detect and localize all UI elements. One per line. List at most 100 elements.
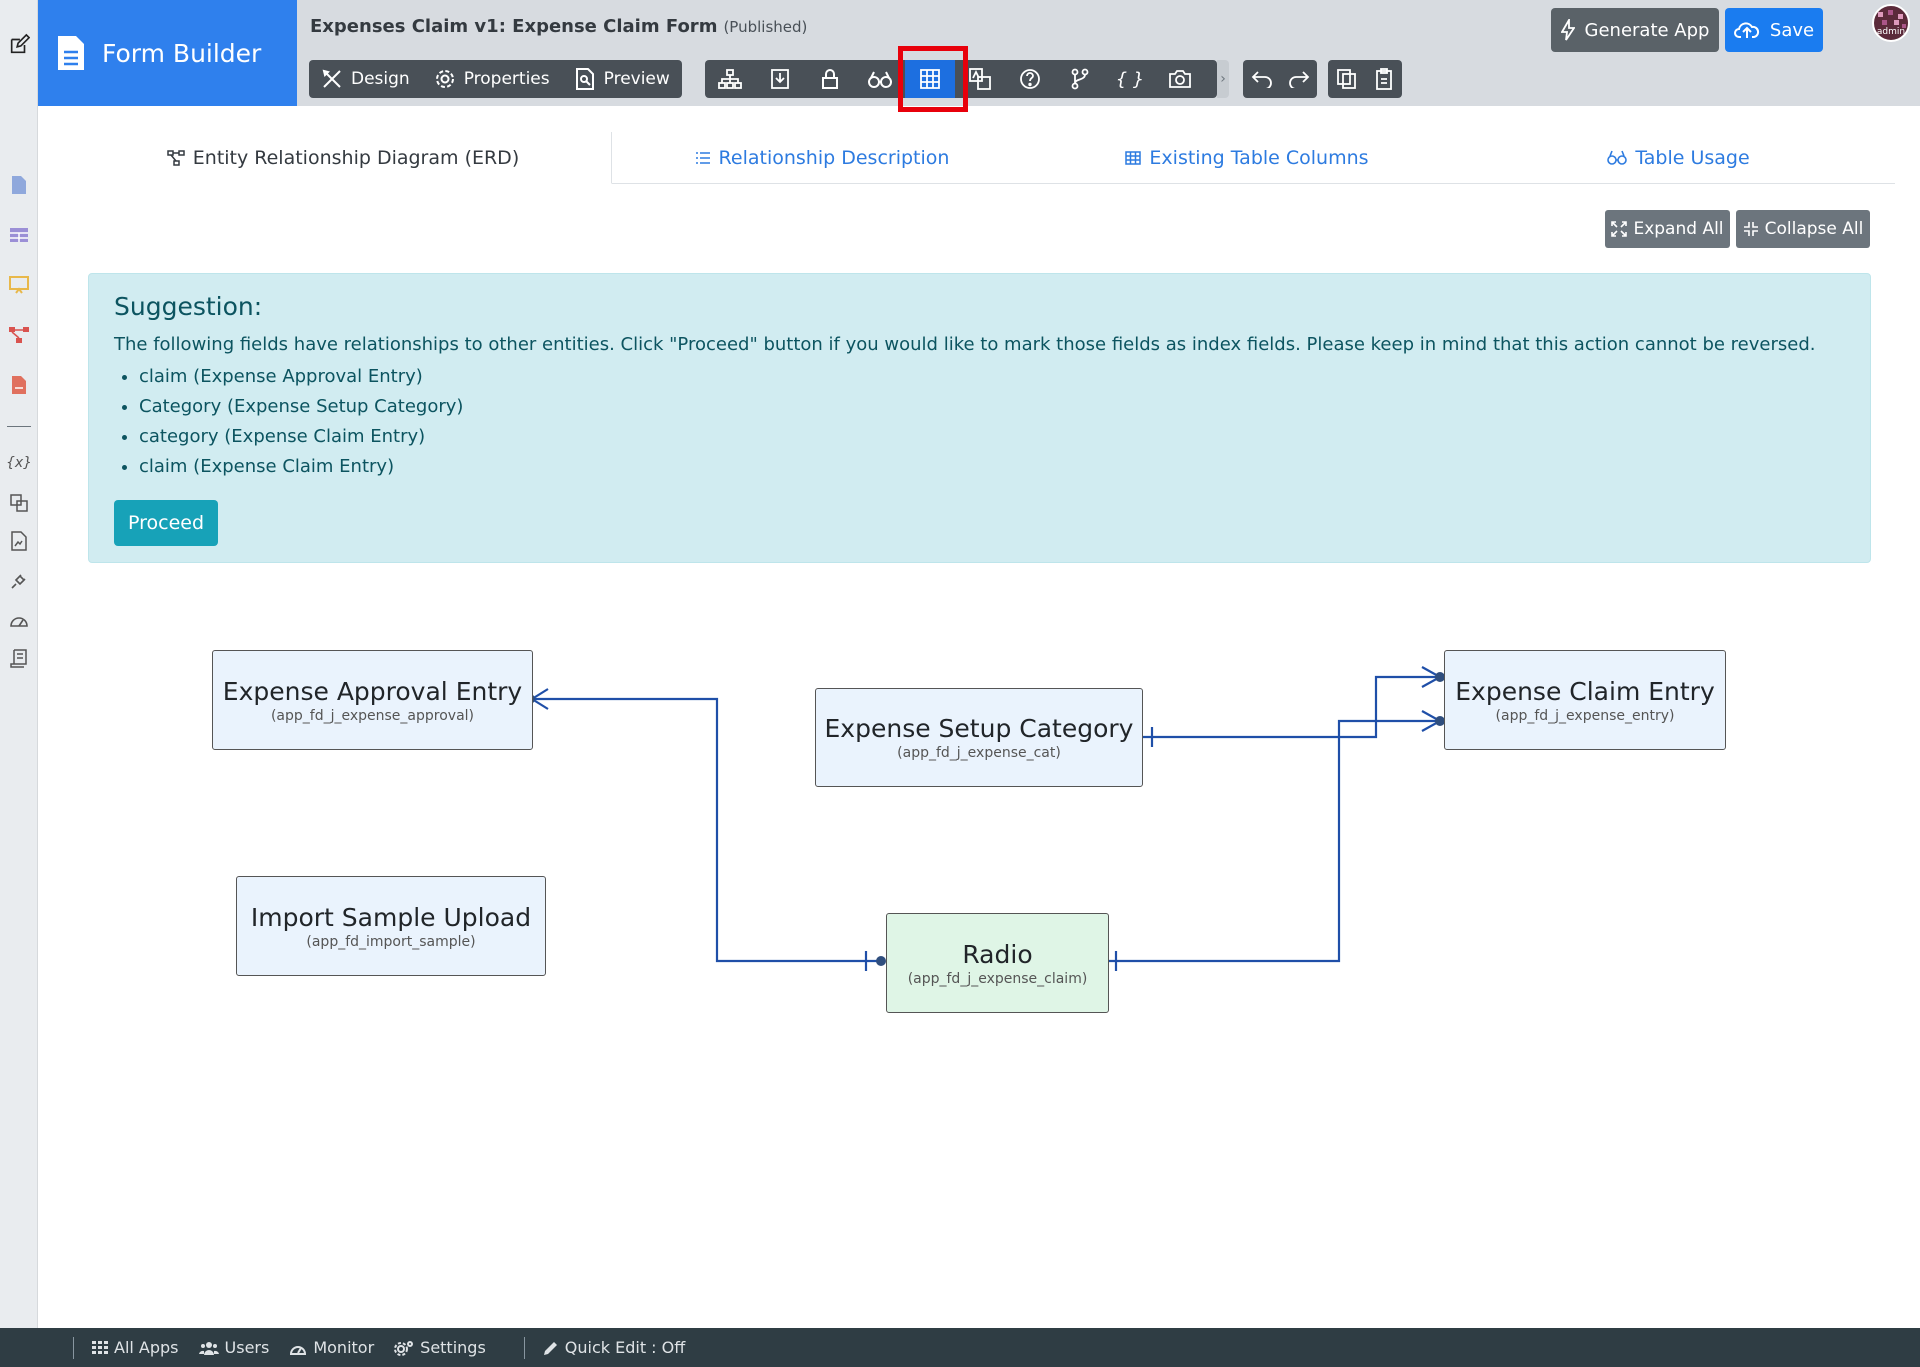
form-status: (Published) bbox=[723, 18, 808, 36]
redo-icon bbox=[1288, 71, 1309, 88]
footer-all-apps[interactable]: All Apps bbox=[92, 1338, 179, 1357]
admin-footer: All Apps Users Monitor Settings Quick Ed… bbox=[0, 1328, 1920, 1367]
erd-tabs: Entity Relationship Diagram (ERD) Relati… bbox=[75, 132, 1895, 184]
document-icon[interactable] bbox=[8, 174, 30, 196]
preview-label: Preview bbox=[603, 69, 670, 89]
question-icon bbox=[1020, 69, 1040, 89]
crowfoot-claim-entry-lower bbox=[1421, 710, 1443, 732]
tab-existing-table-columns-label: Existing Table Columns bbox=[1149, 147, 1369, 169]
undo-icon bbox=[1251, 71, 1272, 88]
translate-icon[interactable] bbox=[8, 492, 30, 514]
tab-table-usage[interactable]: Table Usage bbox=[1462, 132, 1895, 184]
suggestion-list: claim (Expense Approval Entry) Category … bbox=[139, 362, 463, 482]
preview-button[interactable]: Preview bbox=[562, 60, 682, 98]
entity-name: Expense Claim Entry bbox=[1455, 676, 1715, 706]
sitemap-icon bbox=[718, 69, 742, 89]
generate-app-button[interactable]: Generate App bbox=[1551, 8, 1719, 52]
entity-table: (app_fd_import_sample) bbox=[306, 933, 476, 950]
permission-button[interactable] bbox=[805, 60, 855, 98]
footer-quick-edit[interactable]: Quick Edit : Off bbox=[543, 1338, 686, 1357]
redo-button[interactable] bbox=[1280, 60, 1317, 98]
entity-import-sample-upload[interactable]: Import Sample Upload (app_fd_import_samp… bbox=[236, 876, 546, 976]
tool-button-group: { } › bbox=[705, 60, 1229, 98]
import-button[interactable] bbox=[755, 60, 805, 98]
entity-expense-setup-category[interactable]: Expense Setup Category (app_fd_j_expense… bbox=[815, 688, 1143, 787]
braces-icon: { } bbox=[1115, 68, 1145, 90]
save-button[interactable]: Save bbox=[1725, 8, 1823, 52]
cloud-upload-icon bbox=[1733, 22, 1759, 38]
gauge-icon bbox=[290, 1345, 307, 1355]
paste-button[interactable] bbox=[1365, 60, 1402, 98]
camera-icon bbox=[1169, 70, 1191, 88]
tab-existing-table-columns[interactable]: Existing Table Columns bbox=[1032, 132, 1462, 184]
branch-button[interactable] bbox=[1055, 60, 1105, 98]
table-icon bbox=[920, 69, 940, 89]
edit-icon[interactable] bbox=[8, 33, 30, 56]
design-button[interactable]: Design bbox=[309, 60, 422, 98]
expand-icon bbox=[1611, 221, 1628, 237]
collapse-all-button[interactable]: Collapse All bbox=[1736, 210, 1870, 248]
collapse-all-label: Collapse All bbox=[1764, 219, 1864, 239]
table-columns-button[interactable] bbox=[905, 60, 955, 98]
properties-button[interactable]: Properties bbox=[422, 60, 562, 98]
list-icon bbox=[695, 152, 710, 164]
entity-expense-approval-entry[interactable]: Expense Approval Entry (app_fd_j_expense… bbox=[212, 650, 533, 750]
json-button[interactable]: { } bbox=[1105, 60, 1155, 98]
entity-table: (app_fd_j_expense_claim) bbox=[907, 970, 1088, 987]
suggestion-heading: Suggestion: bbox=[114, 292, 263, 321]
entity-name: Expense Approval Entry bbox=[222, 676, 523, 706]
process-icon[interactable] bbox=[8, 324, 30, 346]
entity-radio[interactable]: Radio (app_fd_j_expense_claim) bbox=[886, 913, 1109, 1013]
proceed-button[interactable]: Proceed bbox=[114, 500, 218, 546]
suggestion-description: The following fields have relationships … bbox=[114, 334, 1816, 355]
help-button[interactable] bbox=[1005, 60, 1055, 98]
expand-all-label: Expand All bbox=[1633, 219, 1724, 239]
footer-monitor-label: Monitor bbox=[313, 1338, 375, 1357]
avatar[interactable]: admin bbox=[1872, 4, 1910, 42]
pencil-icon bbox=[543, 1341, 557, 1355]
copy-icon bbox=[1336, 69, 1356, 89]
generate-app-label: Generate App bbox=[1584, 19, 1710, 41]
diagram-icon bbox=[167, 149, 185, 166]
userview-icon[interactable] bbox=[8, 274, 30, 296]
clipboard-icon bbox=[1375, 68, 1392, 90]
grid-icon bbox=[92, 1340, 108, 1354]
entity-table: (app_fd_j_expense_cat) bbox=[897, 745, 1061, 761]
entity-expense-claim-entry[interactable]: Expense Claim Entry (app_fd_j_expense_en… bbox=[1444, 650, 1726, 750]
screenshot-button[interactable] bbox=[1155, 60, 1205, 98]
translate-icon bbox=[969, 68, 991, 90]
list-item: category (Expense Claim Entry) bbox=[139, 422, 463, 452]
footer-quick-edit-label: Quick Edit : Off bbox=[564, 1338, 686, 1357]
bolt-icon bbox=[1560, 19, 1575, 41]
import-icon bbox=[771, 69, 789, 89]
entity-table: (app_fd_j_expense_entry) bbox=[1495, 707, 1675, 724]
footer-settings[interactable]: Settings bbox=[394, 1338, 486, 1357]
expand-all-button[interactable]: Expand All bbox=[1605, 210, 1730, 248]
scroll-right-icon[interactable]: › bbox=[1217, 60, 1229, 98]
variable-icon[interactable]: {x} bbox=[5, 455, 33, 471]
save-label: Save bbox=[1769, 19, 1815, 41]
datalist-icon[interactable] bbox=[8, 224, 30, 246]
translate-button[interactable] bbox=[955, 60, 1005, 98]
usage-button[interactable] bbox=[855, 60, 905, 98]
pdf-icon[interactable] bbox=[8, 374, 30, 396]
file-image-icon[interactable] bbox=[8, 530, 30, 552]
footer-users[interactable]: Users bbox=[198, 1338, 269, 1357]
form-title-text: Expenses Claim v1: Expense Claim Form bbox=[310, 16, 718, 37]
connector-category-claim-entry bbox=[1136, 675, 1440, 739]
builder-header: Expenses Claim v1: Expense Claim Form (Pu… bbox=[297, 0, 1920, 112]
footer-monitor[interactable]: Monitor bbox=[289, 1338, 374, 1357]
plugin-icon[interactable] bbox=[8, 570, 30, 592]
copy-button[interactable] bbox=[1328, 60, 1365, 98]
tree-view-button[interactable] bbox=[705, 60, 755, 98]
branch-icon bbox=[1071, 68, 1089, 90]
undo-button[interactable] bbox=[1243, 60, 1280, 98]
gears-icon bbox=[394, 1340, 414, 1356]
compress-icon bbox=[1743, 222, 1758, 236]
form-document-icon bbox=[56, 34, 86, 72]
tab-erd[interactable]: Entity Relationship Diagram (ERD) bbox=[75, 132, 612, 184]
avatar-text: admin bbox=[1876, 27, 1906, 37]
tab-relationship-description[interactable]: Relationship Description bbox=[612, 132, 1032, 184]
gauge-icon[interactable] bbox=[8, 609, 30, 631]
script-icon[interactable] bbox=[8, 648, 30, 670]
